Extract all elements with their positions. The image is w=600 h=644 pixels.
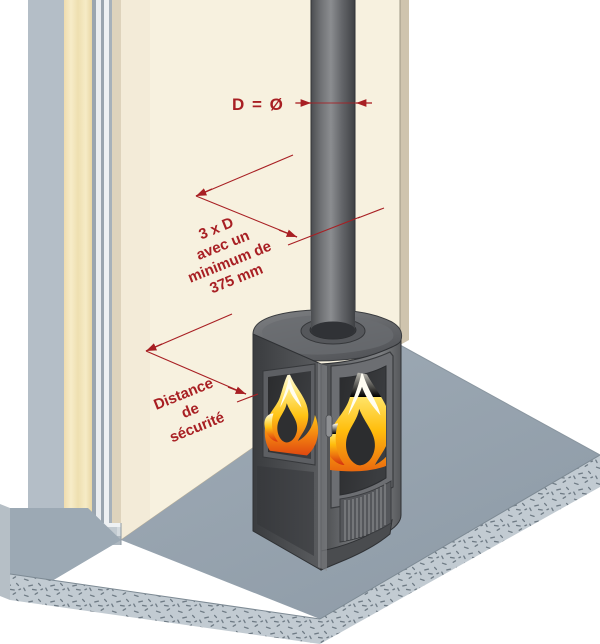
dim-safety-distance (145, 313, 259, 403)
dim-clearance-ext-lower-right (357, 207, 385, 219)
stove-air-grille (339, 480, 392, 543)
label-pipe-clearance: 3 x D avec un minimum de 375 mm (186, 214, 274, 297)
wall-face-shading (121, 0, 150, 540)
flue-pipe-body (311, 0, 355, 340)
stove-door[interactable] (324, 351, 404, 509)
stove-door-handle[interactable] (325, 414, 333, 438)
dim-safety-arrow-right (227, 386, 247, 395)
dim-pipe-clearance (195, 154, 385, 246)
flame-right-wisp-left (330, 423, 345, 465)
dim-safety-ext-lower (236, 393, 259, 403)
stove-right-flame-group (330, 371, 386, 472)
floor-front-top-line-r (319, 454, 600, 620)
wall-layer-air-gap-2 (104, 0, 109, 538)
floor-edge-left-side (0, 504, 10, 600)
flame-left-inner-dark (277, 403, 298, 443)
flame-left-tip-white (280, 376, 302, 408)
wall-layer-metal-3 (109, 0, 112, 538)
wood-stove (252, 300, 404, 571)
flame-right-inner-dark (346, 408, 375, 466)
wall-layer-metal-1 (92, 0, 96, 538)
wall-layer-metal-2 (101, 0, 104, 538)
wall-layer-sheathing-left (28, 0, 64, 519)
flue-pipe (310, 0, 356, 340)
dim-safety-arrow-left (145, 343, 163, 352)
stove-left-lower-panel (257, 466, 314, 556)
annotations-layer (145, 99, 385, 403)
dim-clearance-ext-lower (287, 216, 361, 246)
floor-front-top-line (9, 573, 321, 620)
floor-left-top (10, 508, 121, 588)
wall-board-edge (112, 0, 121, 540)
label-safety-distance-line-2: de (179, 400, 202, 422)
flame-left-wisp (264, 413, 278, 442)
wall-layer-wood-stud (64, 0, 92, 534)
stove-left-window (262, 363, 319, 466)
floor-edge-front-left (10, 574, 320, 644)
flue-pipe-mouth (311, 321, 355, 339)
dim-clearance-arrow-right (278, 229, 298, 238)
floor-back-right-line (399, 344, 600, 456)
stove-left-flame-group (264, 372, 319, 457)
wall-layer-air-gap (96, 0, 101, 538)
dim-clearance-ext-upper (195, 154, 294, 197)
stove-corner-highlight (318, 363, 327, 571)
wall-side-plane (400, 0, 409, 345)
flame-right-tip-white (348, 371, 381, 416)
dim-clearance-arrow-left (195, 188, 213, 197)
label-pipe-diameter: D = Ø (232, 95, 284, 114)
stove-grille-slats (344, 484, 386, 541)
floor-edge-front-right (320, 455, 600, 644)
